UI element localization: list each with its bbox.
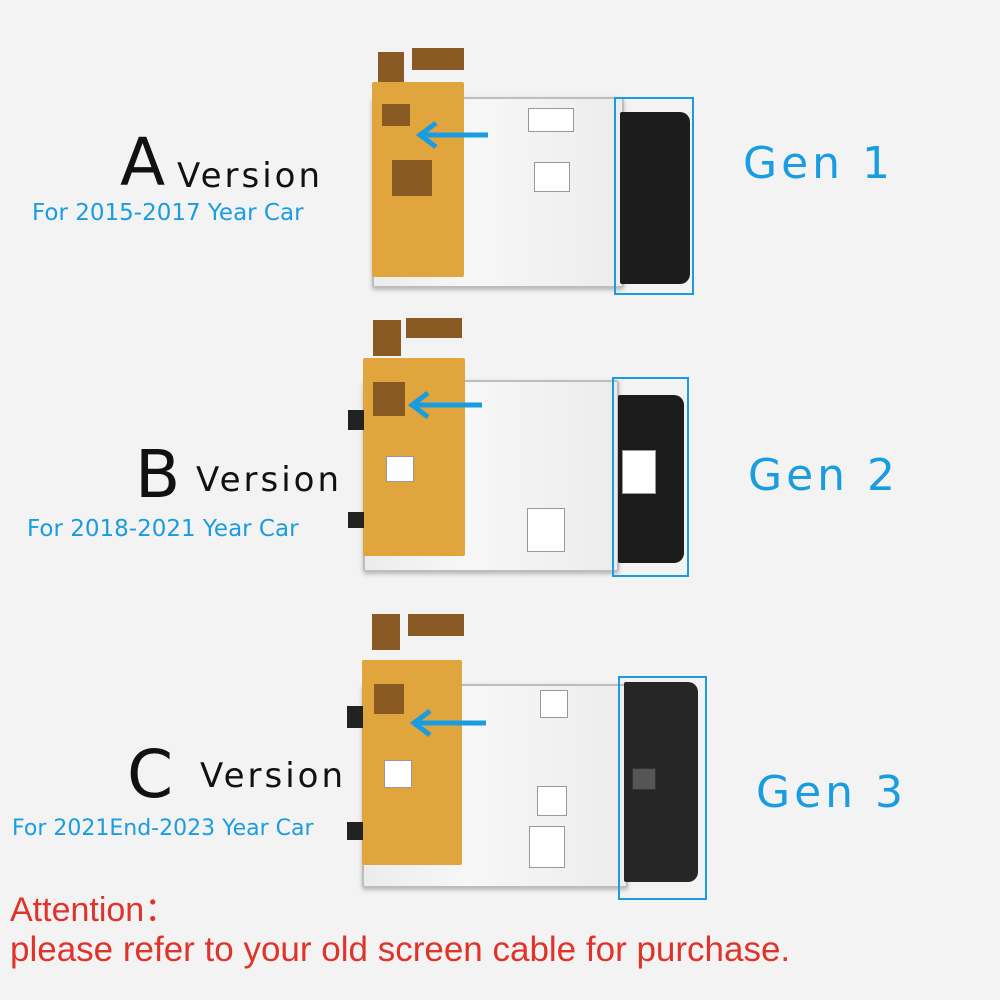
chip-b (373, 382, 405, 416)
cable-window-c (632, 768, 656, 790)
year-range-a: For 2015-2017 Year Car (32, 200, 304, 226)
attention-body: please refer to your old screen cable fo… (10, 930, 791, 969)
barcode-label-a (528, 108, 574, 132)
version-letter-b: B (135, 436, 181, 513)
mount-tab-c2 (347, 822, 363, 840)
qr-label-c3 (537, 786, 567, 816)
version-letter-a: A (120, 124, 166, 201)
qr-label-c4 (529, 826, 565, 868)
cable-highlight-box-a (614, 97, 694, 295)
screen-cable-gen1 (620, 112, 690, 284)
chip-c (374, 684, 404, 714)
gen-label-2: Gen 2 (748, 450, 900, 501)
qr-label-c (384, 760, 412, 788)
chip-a2 (392, 160, 432, 196)
flex-connector-c (372, 614, 400, 650)
gen-label-1: Gen 1 (743, 138, 895, 189)
version-word-c: Version (200, 756, 347, 796)
arrow-left-icon (409, 709, 486, 737)
gen-label-3: Gen 3 (756, 767, 908, 818)
year-range-b: For 2018-2021 Year Car (27, 516, 299, 542)
cable-white-label-b (622, 450, 656, 494)
version-word-b: Version (196, 460, 343, 500)
version-word-a: Version (177, 156, 324, 196)
arrow-left-icon (407, 391, 482, 419)
mount-tab-c (347, 706, 363, 728)
version-letter-c: C (127, 736, 174, 813)
cable-highlight-box-c (618, 676, 707, 900)
attention-title: Attention： (10, 891, 179, 929)
flex-connector-b (373, 320, 401, 356)
qr-label-c2 (540, 690, 568, 718)
arrow-left-icon (415, 121, 488, 149)
mount-tab-b2 (348, 512, 364, 528)
mount-tab-b (348, 410, 364, 430)
qr-label-b (386, 456, 414, 482)
flex-connector-c2 (408, 614, 464, 636)
qr-label-b2 (527, 508, 565, 552)
flex-connector-a2 (412, 48, 464, 70)
flex-connector-b2 (406, 318, 462, 338)
chip-a (382, 104, 410, 126)
qr-label-a (534, 162, 570, 192)
year-range-c: For 2021End-2023 Year Car (12, 816, 314, 841)
cable-highlight-box-b (612, 377, 689, 577)
